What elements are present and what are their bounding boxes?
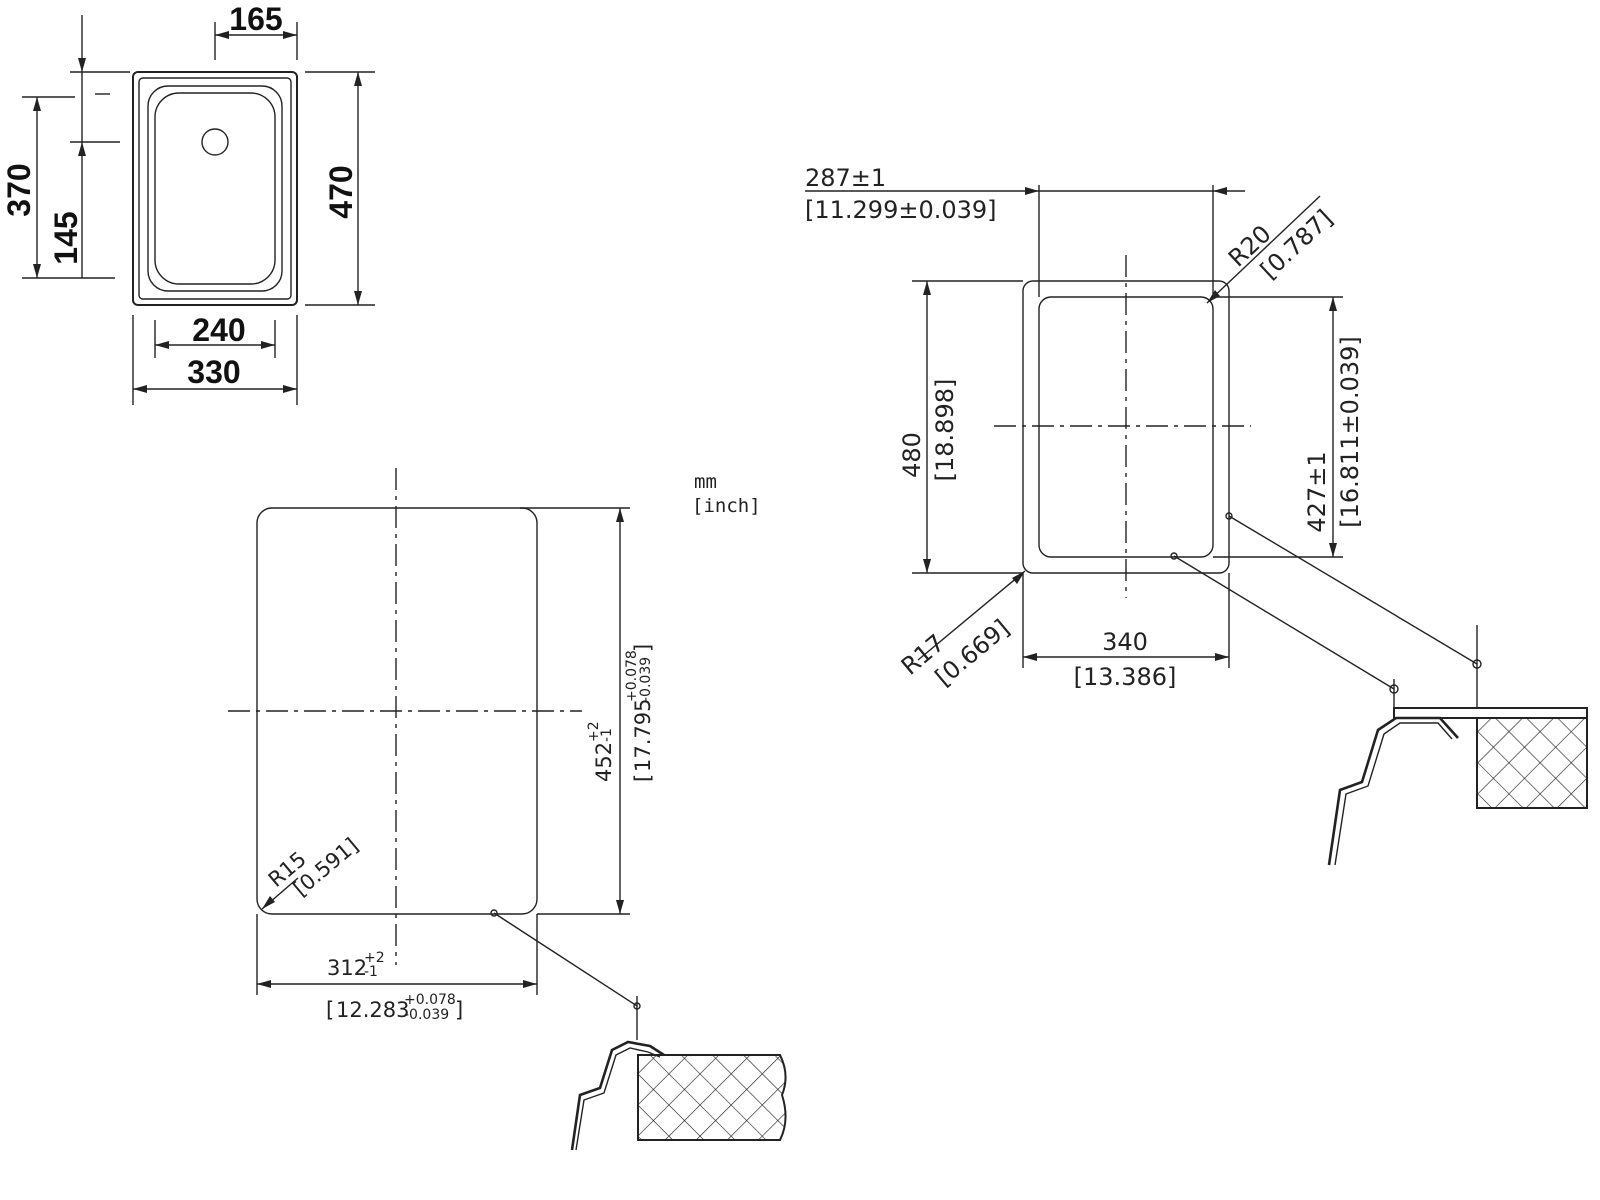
inner-length-in: [16.811±0.039] bbox=[1336, 336, 1364, 528]
dim-overall-length: 470 bbox=[323, 165, 359, 218]
width-in-bracket-open: [ bbox=[326, 998, 334, 1022]
inner-width-in: [11.299±0.039] bbox=[805, 196, 997, 224]
sink-rim-profile bbox=[570, 1040, 665, 1151]
outer-width-mm: 340 bbox=[1102, 628, 1148, 656]
width-in: 12.283 bbox=[336, 998, 409, 1022]
sink-bowl-inner bbox=[154, 92, 276, 285]
length-mm-tol-plus: +2 bbox=[586, 721, 602, 742]
top-mount-profile-detail bbox=[570, 1040, 787, 1151]
flush-mount-profile-detail bbox=[1327, 707, 1588, 866]
outer-width-in: [13.386] bbox=[1074, 663, 1177, 691]
length-in-bracket-close: ] bbox=[631, 644, 655, 652]
sink-outline bbox=[132, 71, 298, 306]
flush-rim-plate bbox=[1393, 707, 1588, 719]
unit-mm: mm bbox=[694, 471, 717, 493]
dim-bowl-width: 165 bbox=[229, 1, 282, 37]
flush-sink-profile bbox=[1327, 716, 1459, 866]
width-mm-tol-plus: +2 bbox=[364, 950, 385, 966]
countertop-section bbox=[637, 1054, 787, 1141]
dim-drain-offset: 145 bbox=[48, 211, 84, 264]
inner-length-mm: 427±1 bbox=[1303, 451, 1331, 532]
dim-inner-length: 370 bbox=[1, 163, 37, 216]
inner-width-mm: 287±1 bbox=[805, 164, 886, 192]
width-mm-tol-minus: -1 bbox=[364, 964, 378, 980]
unit-inch: [inch] bbox=[692, 495, 761, 517]
width-in-tol-plus: +0.078 bbox=[404, 992, 456, 1008]
length-in-bracket-open: [ bbox=[631, 774, 655, 782]
length-in: 17.795 bbox=[631, 699, 655, 772]
sink-rim bbox=[138, 77, 292, 300]
flush-mount-cutout: 287±1 [11.299±0.039] R20 [0.787] 480 [18… bbox=[805, 164, 1482, 716]
outer-length-mm: 480 bbox=[898, 432, 926, 478]
length-mm: 452 bbox=[592, 742, 616, 782]
dim-overall-width: 330 bbox=[187, 354, 240, 390]
top-mount-cutout: 452 +2 -1 [ 17.795 +0.078 -0.039 ] 312 +… bbox=[228, 468, 655, 1040]
sink-plan-view: 165 370 145 470 240 330 bbox=[1, 1, 375, 405]
outer-length-in: [18.898] bbox=[931, 379, 959, 482]
sink-bowl-outer bbox=[147, 85, 283, 292]
units-note: mm [inch] bbox=[692, 471, 761, 517]
drain-hole bbox=[201, 128, 229, 156]
length-in-tol-minus: -0.039 bbox=[638, 657, 654, 702]
width-mm: 312 bbox=[327, 956, 367, 980]
flush-countertop-section bbox=[1476, 717, 1588, 809]
length-in-tol-plus: +0.078 bbox=[624, 650, 640, 702]
width-in-tol-minus: -0.039 bbox=[404, 1007, 449, 1023]
dim-bowl-inner-width: 240 bbox=[192, 312, 245, 348]
width-in-bracket-close: ] bbox=[455, 998, 463, 1022]
length-mm-tol-minus: -1 bbox=[599, 728, 615, 742]
